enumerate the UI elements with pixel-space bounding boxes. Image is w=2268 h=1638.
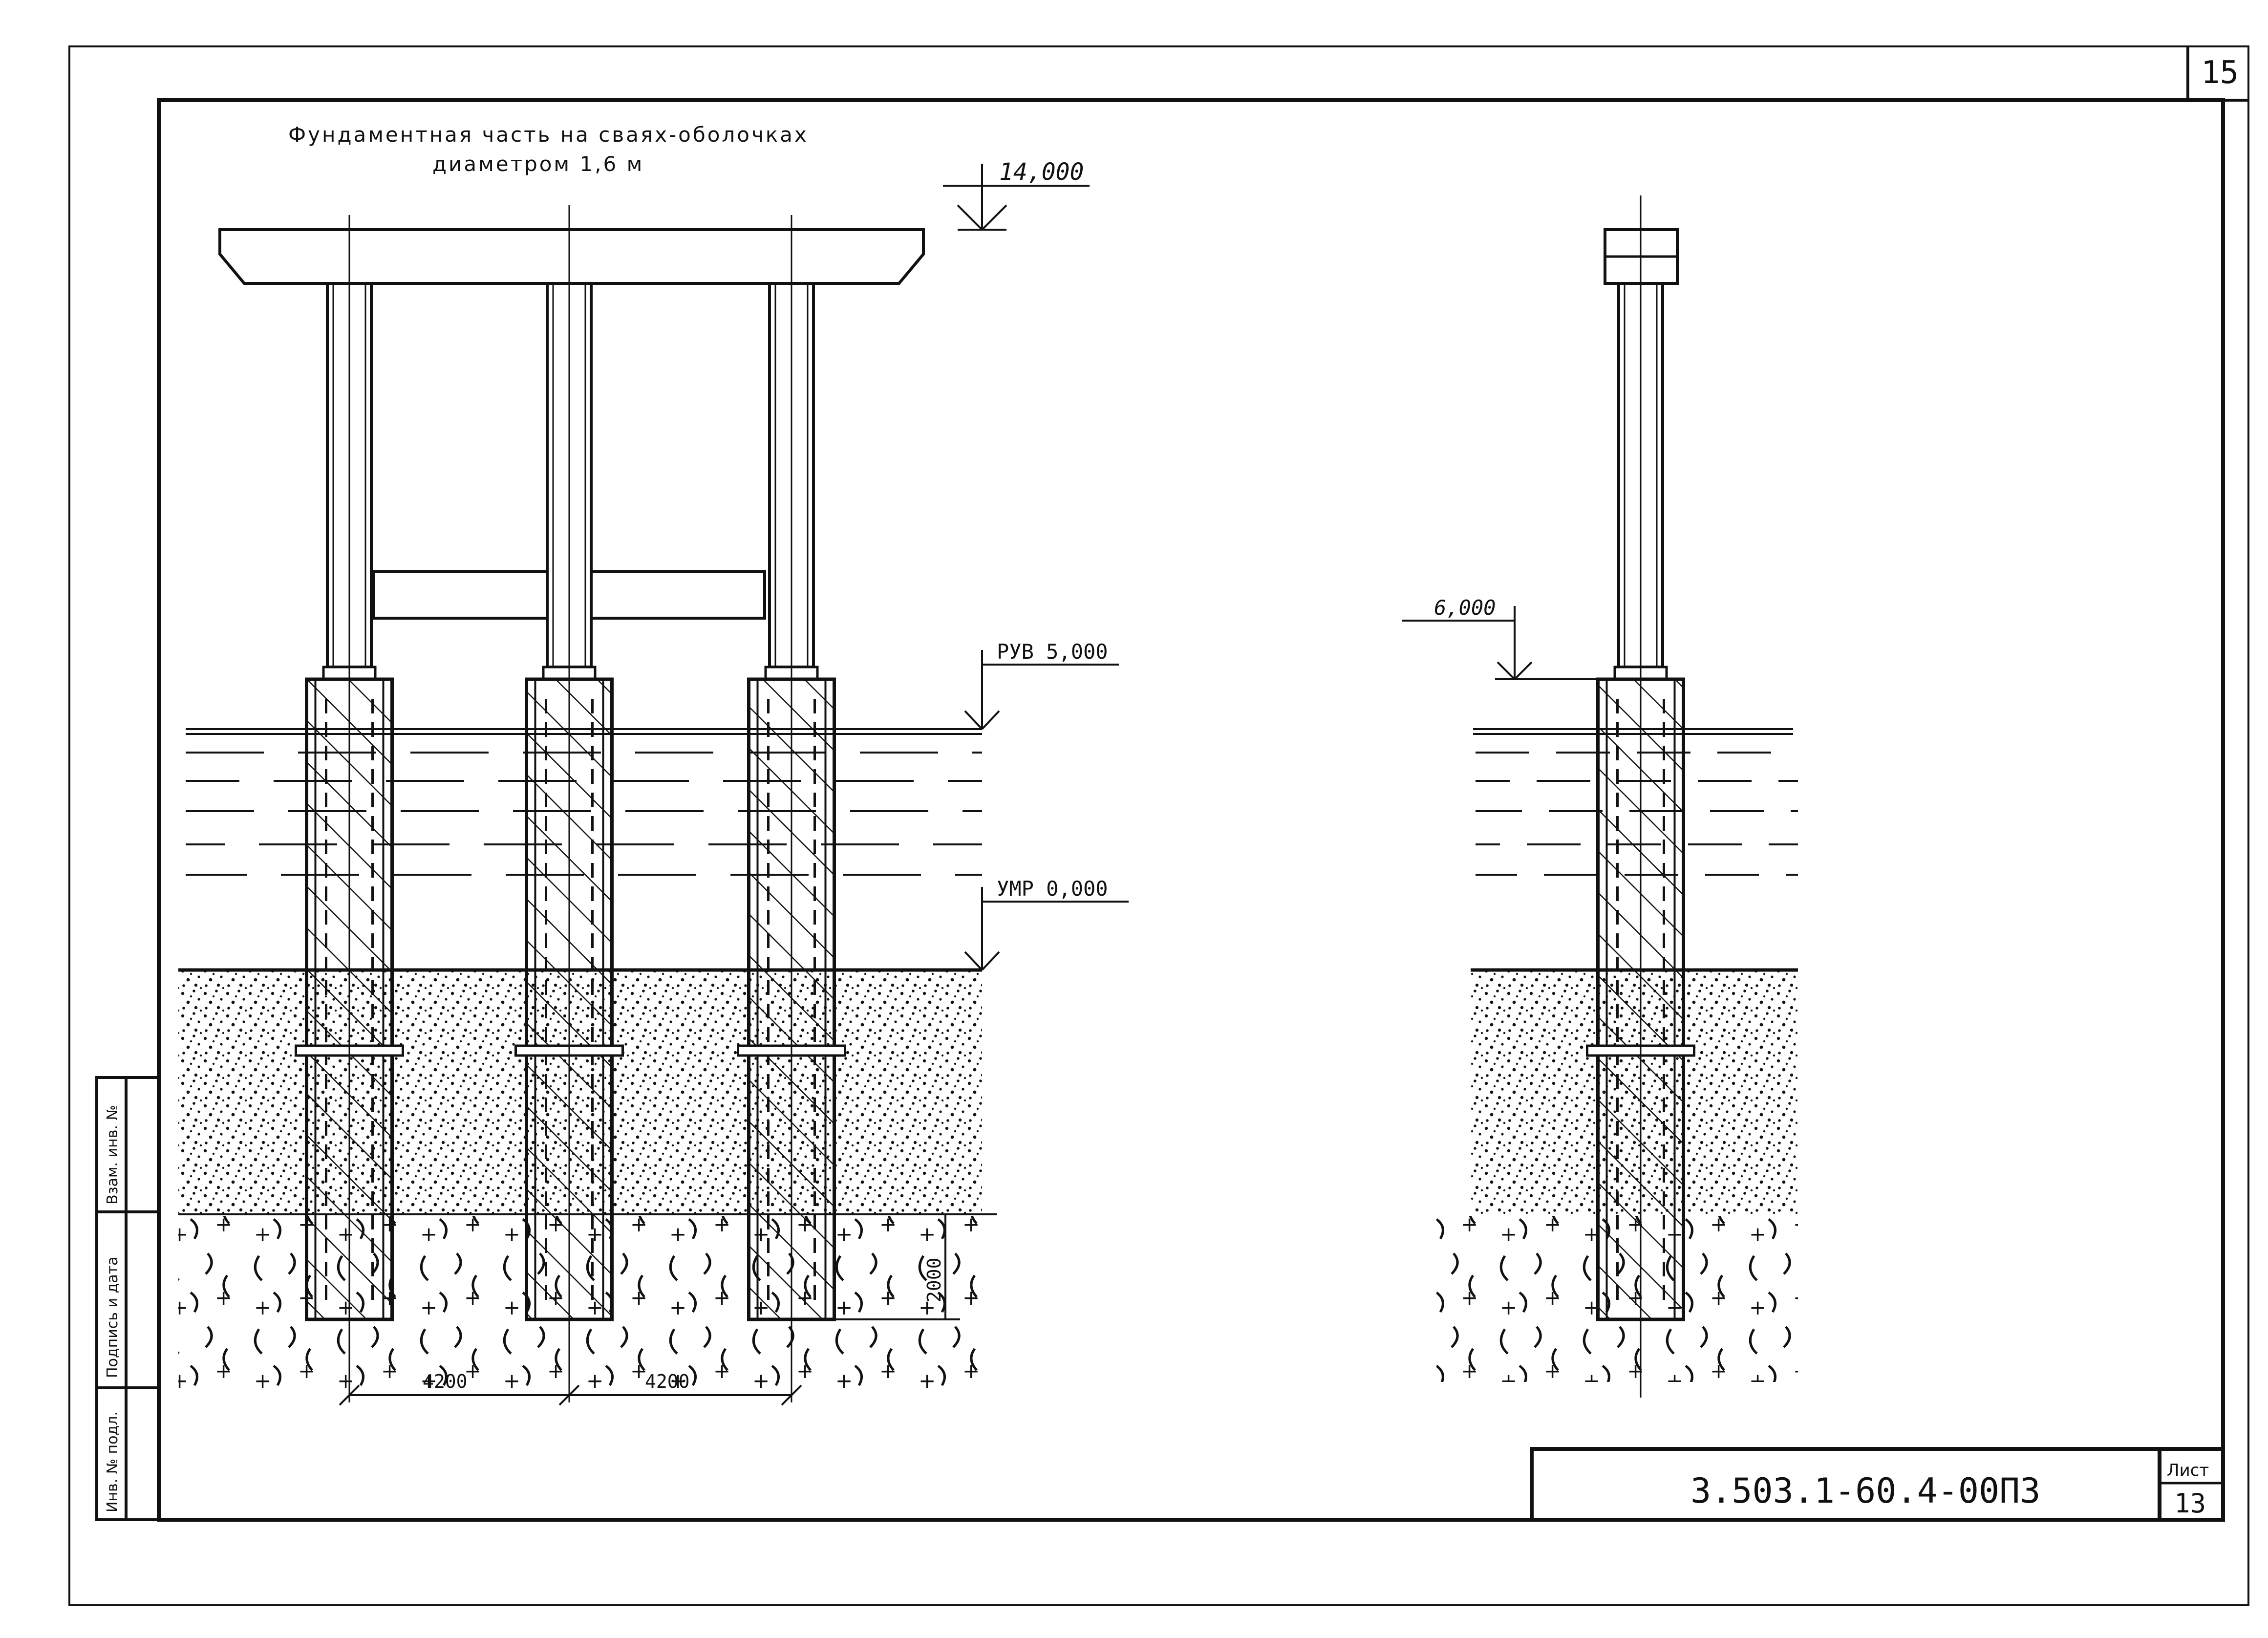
sheet-value: 13 [2174,1488,2206,1519]
spacing-right-label: 4200 [645,1371,690,1392]
spacing-dimension [339,1384,802,1406]
depth-dimension [835,1214,960,1320]
spacing-left-label: 4200 [423,1371,468,1392]
doc-code: 3.503.1-60.4-00ПЗ [1690,1471,2040,1511]
low-water-level-marker [964,887,1129,971]
drawing-title: Фундаментная часть на сваях-оболочках [288,123,809,147]
sign-date-label: Подпись и дата [104,1257,121,1379]
pile-cap-beam [218,228,925,285]
inv-original-label: Инв. № подл. [104,1411,121,1512]
high-water-level-marker [964,650,1119,730]
sheet-frame [68,45,2249,1606]
elevation-marker-side [1402,606,1610,680]
elevation-side-label: 6,000 [1434,596,1496,620]
axis-lines-left [348,205,792,1402]
depth-dimension-label: 2000 [923,1257,945,1302]
sheet-number-top: 15 [2201,55,2239,91]
replace-inv-label: Взам. инв. № [104,1105,121,1205]
low-water-level-label: УМР 0,000 [997,877,1108,901]
left-piles [295,282,846,1321]
elevation-marker-top [943,164,1090,231]
high-water-level-label: РУВ 5,000 [997,640,1108,664]
side-stamp [95,1076,160,1521]
sheet-label: Лист [2167,1461,2209,1480]
drawing-subtitle: диаметром 1,6 м [432,152,644,176]
title-block [1530,1447,2225,1522]
elevation-top-label: 14,000 [999,158,1084,186]
